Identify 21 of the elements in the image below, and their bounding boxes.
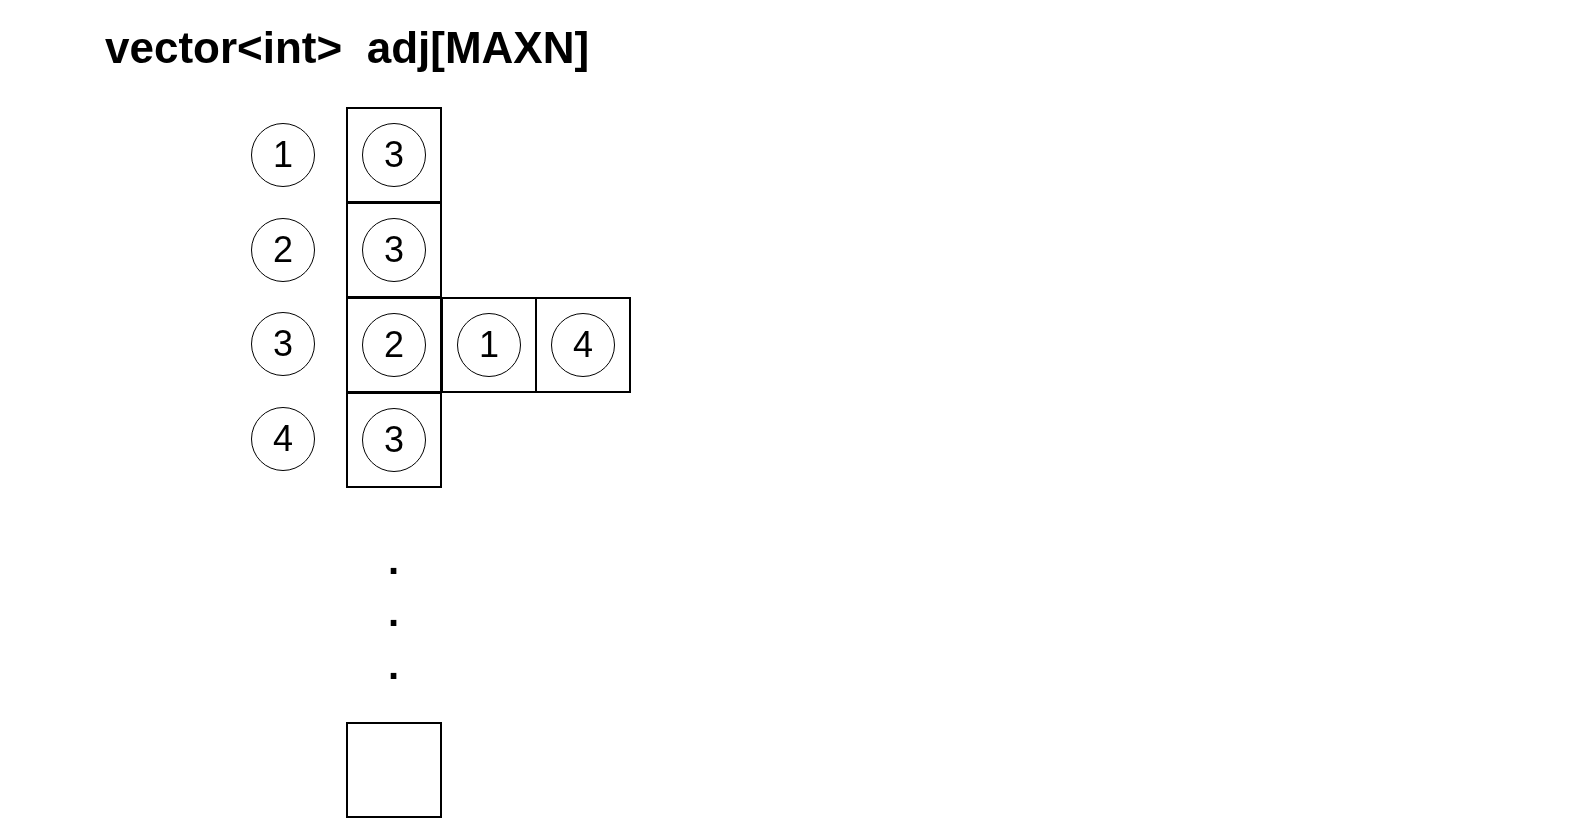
- vertex-number: 3: [273, 326, 293, 362]
- array-cell: [346, 392, 442, 488]
- ellipsis-dot: .: [388, 540, 400, 580]
- vertex-number: 4: [573, 327, 593, 363]
- array-cell: [441, 297, 537, 393]
- array-cell: [535, 297, 631, 393]
- vertex-number: 1: [479, 327, 499, 363]
- vertex-number: 3: [384, 232, 404, 268]
- ellipsis-dot: .: [388, 592, 400, 632]
- array-cell: [346, 107, 442, 203]
- vertex-number: 3: [384, 422, 404, 458]
- vertex-number: 3: [384, 137, 404, 173]
- vertex-number: 2: [384, 327, 404, 363]
- vertex-number: 2: [273, 232, 293, 268]
- diagram-title: vector<int> adj[MAXN]: [105, 26, 590, 70]
- vertex-number: 4: [273, 421, 293, 457]
- vertex-number: 1: [273, 137, 293, 173]
- array-cell: [346, 297, 442, 393]
- ellipsis-dot: .: [388, 645, 400, 685]
- array-cell: [346, 722, 442, 818]
- array-cell: [346, 202, 442, 298]
